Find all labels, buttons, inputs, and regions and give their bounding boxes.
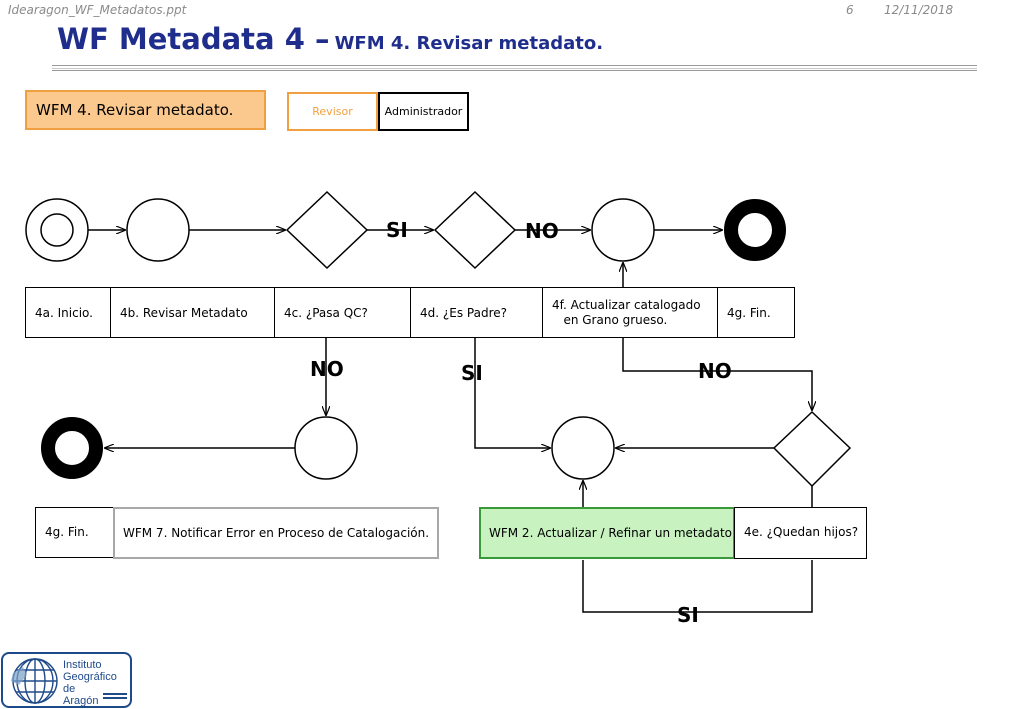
wfm2-node bbox=[551, 416, 615, 480]
title-rule-2 bbox=[52, 68, 977, 69]
start-node-inner bbox=[40, 213, 74, 247]
step-4f: 4f. Actualizar catalogado en Grano grues… bbox=[542, 287, 718, 338]
decision-no-top: NO bbox=[525, 219, 559, 243]
decision-no-qc: NO bbox=[310, 357, 344, 381]
flow-hijos-no bbox=[622, 338, 812, 410]
legend-revisor: Revisor bbox=[287, 92, 378, 131]
page-title: WF Metadata 4 – WFM 4. Revisar metadato. bbox=[57, 22, 603, 56]
step-wfm7-label: WFM 7. Notificar Error en Proceso de Cat… bbox=[123, 526, 430, 540]
legend-admin: Administrador bbox=[378, 92, 469, 131]
step-4d: 4d. ¿Es Padre? bbox=[410, 287, 543, 338]
step-4e: 4e. ¿Quedan hijos? bbox=[734, 507, 867, 559]
hijos-decision bbox=[772, 410, 852, 488]
step-4b: 4b. Revisar Metadato bbox=[110, 287, 275, 338]
step-4g-error-label: 4g. Fin. bbox=[45, 525, 89, 539]
decision-si-padre: SI bbox=[461, 361, 483, 385]
review-node bbox=[126, 198, 190, 262]
logo-stripe-2 bbox=[103, 697, 127, 699]
title-main: WF Metadata 4 – bbox=[57, 22, 330, 56]
title-rule-3 bbox=[52, 70, 977, 71]
decision-si-hijos: SI bbox=[677, 603, 699, 627]
logo-stripe bbox=[103, 693, 127, 695]
notify-node bbox=[294, 416, 358, 480]
padre-decision bbox=[433, 190, 517, 270]
title-rule bbox=[52, 65, 977, 66]
step-4e-label: 4e. ¿Quedan hijos? bbox=[744, 525, 859, 539]
step-wfm7: WFM 7. Notificar Error en Proceso de Cat… bbox=[113, 507, 439, 559]
step-4g: 4g. Fin. bbox=[717, 287, 795, 338]
decision-si-top: SI bbox=[386, 218, 408, 242]
step-4b-label: 4b. Revisar Metadato bbox=[120, 305, 248, 320]
legend-admin-label: Administrador bbox=[384, 105, 463, 118]
qc-decision bbox=[285, 190, 369, 270]
step-4f-label: 4f. Actualizar catalogado en Grano grues… bbox=[552, 297, 701, 327]
step-wfm2-label: WFM 2. Actualizar / Refinar un metadato bbox=[489, 526, 733, 540]
step-4a-label: 4a. Inicio. bbox=[35, 305, 93, 320]
step-4c-label: 4c. ¿Pasa QC? bbox=[284, 305, 368, 320]
logo-line-1: Instituto bbox=[63, 659, 102, 671]
flow-hijos-si bbox=[582, 560, 813, 613]
globe-icon bbox=[11, 658, 58, 704]
legend-process-label: WFM 4. Revisar metadato. bbox=[36, 101, 234, 119]
flow-padre-si bbox=[474, 338, 550, 448]
institute-logo: Instituto Geográfico de Aragón bbox=[1, 652, 132, 708]
step-wfm2: WFM 2. Actualizar / Refinar un metadato bbox=[479, 507, 735, 559]
catalog-node bbox=[591, 198, 655, 262]
step-4g-error: 4g. Fin. bbox=[35, 507, 114, 558]
legend-revisor-label: Revisor bbox=[312, 105, 353, 118]
end-node bbox=[724, 199, 786, 261]
file-name: Idearagon_WF_Metadatos.ppt bbox=[8, 3, 187, 17]
title-sub: WFM 4. Revisar metadato. bbox=[334, 33, 604, 54]
error-end-node bbox=[41, 417, 103, 479]
decision-no-hijos: NO bbox=[698, 359, 732, 383]
step-4a: 4a. Inicio. bbox=[25, 287, 111, 338]
logo-line-3: Aragón bbox=[63, 695, 99, 707]
step-4d-label: 4d. ¿Es Padre? bbox=[420, 305, 507, 320]
start-node bbox=[25, 198, 89, 262]
legend-process: WFM 4. Revisar metadato. bbox=[25, 90, 266, 130]
date: 12/11/2018 bbox=[884, 3, 954, 17]
step-4c: 4c. ¿Pasa QC? bbox=[274, 287, 411, 338]
step-4g-label: 4g. Fin. bbox=[727, 305, 771, 320]
logo-line-2: Geográfico de bbox=[63, 671, 117, 695]
page-number: 6 bbox=[846, 3, 854, 17]
